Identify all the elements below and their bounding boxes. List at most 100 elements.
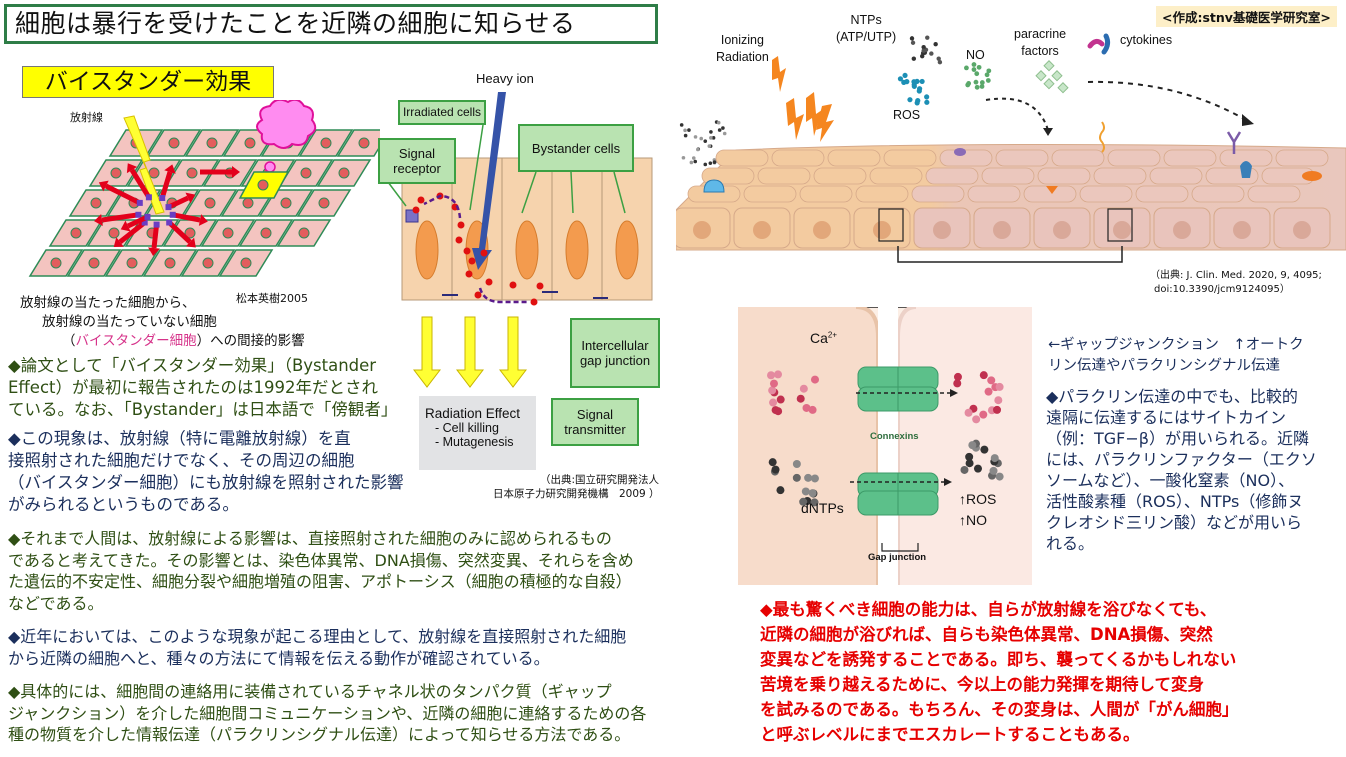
molecule-dot: [799, 497, 808, 506]
arrow-tail: [145, 194, 152, 201]
ntps-dots: [909, 35, 943, 65]
label-factors: factors: [1021, 44, 1059, 58]
paragraph-line: た遺伝的不安定性、細胞分裂や細胞増殖の阻害、アポトーシス（細胞の積極的な自殺）: [8, 572, 632, 591]
label-radiation: Radiation: [716, 50, 769, 64]
paragraph-line: から近隣の細胞へと、種々の方法にて情報を伝える動作が確認されている。: [8, 648, 550, 668]
signal-arrow: [172, 212, 201, 223]
signal-arrow: [159, 171, 173, 199]
cytokine-arrow: [1087, 80, 1247, 121]
cell-top: [827, 149, 881, 167]
heavy-ion-label: Heavy ion: [476, 71, 534, 86]
molecule-dot: [921, 48, 926, 53]
molecule-dot: [717, 128, 722, 132]
paragraph-line: 接照射された細胞だけでなく、その周辺の細胞: [8, 451, 355, 470]
paracrine-signaling-diagram: [676, 33, 1346, 263]
nucleus: [206, 137, 218, 149]
cell-top: [1275, 149, 1329, 167]
nucleus: [88, 257, 100, 269]
molecule-dot: [693, 135, 698, 139]
paragraph: ◆この現象は、放射線（特に電離放射線）を直接照射された細胞だけでなく、その周辺の…: [8, 428, 404, 516]
ros-channel-icon: [954, 148, 966, 156]
nucleus: [1113, 221, 1131, 239]
molecule-dot: [968, 441, 977, 450]
arrow-head: [126, 163, 138, 174]
cell-grid: [28, 129, 380, 277]
molecule-dot: [960, 465, 969, 474]
nucleus: [148, 167, 160, 179]
paragraph-line: 種の物質を介した情報伝達（パラクリンシグナル伝達）によって知らせる方法である。: [8, 725, 631, 744]
nucleus: [204, 197, 216, 209]
nucleus: [615, 220, 639, 280]
nucleus: [300, 167, 312, 179]
cell-top: [743, 185, 797, 203]
molecule-dot: [810, 375, 819, 384]
molecule-dot: [776, 486, 785, 495]
calcium-symbol: Ca: [810, 330, 828, 346]
molecule-dot: [808, 489, 817, 498]
y-receptor-icon: [1226, 131, 1242, 154]
arrow-head: [120, 220, 131, 232]
nucleus: [242, 197, 254, 209]
gap-junction-inset-label: Gap junction: [868, 552, 927, 563]
molecule-dot: [703, 139, 708, 143]
cell-top: [981, 167, 1035, 185]
source-jcm-1: （出典: J. Clin. Med. 2020, 9, 4095;: [1150, 270, 1322, 281]
nucleus: [244, 137, 256, 149]
ros-dots: [897, 72, 930, 106]
molecule-dot: [810, 498, 819, 507]
exosome-icon: [1302, 171, 1322, 181]
cytokines-label: cytokines: [1120, 33, 1173, 47]
gap-junction-zoom-box: [878, 208, 904, 242]
molecule-dot: [693, 159, 698, 164]
connexin-channels: [857, 366, 939, 516]
molecule-dot: [937, 60, 943, 65]
paracrine-arrow: [985, 97, 1049, 131]
receptor-coil-icon: [1099, 121, 1105, 153]
cell-top: [715, 149, 769, 167]
molecule-dot: [802, 403, 811, 412]
paragraph-line: （バイスタンダー細胞）にも放射線を照射された影響: [8, 473, 404, 492]
label-atp-utp: (ATP/UTP): [836, 30, 897, 44]
arrow-head: [164, 164, 176, 174]
caption-line-3: （バイスタンダー細胞）への間接的影響: [62, 332, 305, 351]
arrow-tail: [165, 204, 172, 211]
molecule-dot: [971, 62, 977, 67]
cell-top: [1163, 149, 1217, 167]
arrow-head: [113, 237, 124, 247]
molecule-dot: [936, 56, 941, 61]
cell-top: [855, 185, 909, 203]
cell-top: [967, 185, 1021, 203]
nucleus: [184, 227, 196, 239]
paracrine-factor-icons: [1035, 60, 1069, 94]
signal-arrow: [167, 195, 190, 210]
radiation-effect-arrows: [412, 316, 528, 388]
molecule-dot: [974, 84, 980, 90]
upregulation-labels: ↑ROS↑NO: [959, 489, 996, 531]
gap-junction-zoom-box: [1107, 208, 1133, 242]
epithelial-cells: [676, 149, 1331, 249]
paragraph-line: ◆この現象は、放射線（特に電離放射線）を直: [8, 429, 351, 448]
molecule-dot: [917, 86, 923, 92]
molecule-dot: [929, 51, 934, 56]
molecule-dot: [924, 94, 930, 100]
no-dots: [964, 62, 992, 90]
molecule-dot: [804, 473, 813, 482]
bystander-cells-label: Bystander cells: [518, 124, 634, 172]
note-line: ←ギャップジャンクション ↑オートク: [1048, 337, 1304, 353]
cell-top: [771, 149, 825, 167]
molecule-dot: [979, 371, 988, 380]
cell-top: [869, 167, 923, 185]
molecule-dot: [689, 160, 694, 165]
source-jcm-2: doi:10.3390/jcm9124095）: [1154, 284, 1290, 295]
nucleus: [298, 227, 310, 239]
molecule-dot: [722, 131, 727, 136]
nucleus: [168, 137, 180, 149]
paragraph-line: ◆論文として「バイスタンダー効果」（Bystander: [8, 356, 377, 375]
cell-top: [1051, 149, 1105, 167]
paragraph-line: ジャンクション）を介した細胞間コミュニケーションや、近隣の細胞に連絡するための各: [8, 703, 647, 723]
signal-arrow: [118, 220, 147, 244]
molecule-dot: [965, 82, 971, 88]
radiation-bolt-icon: [123, 115, 165, 215]
irradiated-cells-label: Irradiated cells: [398, 100, 486, 125]
